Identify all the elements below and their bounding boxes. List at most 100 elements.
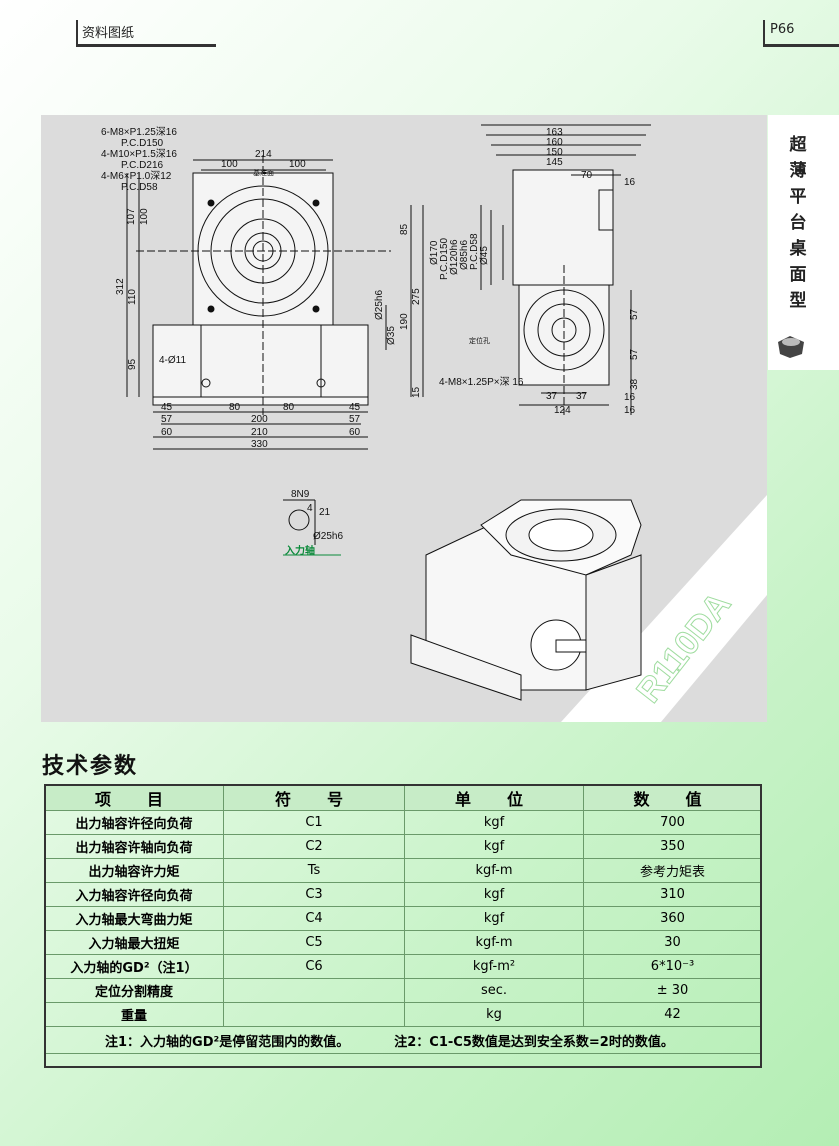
column-header: 符 号: [223, 784, 405, 811]
table-cell: 定位分割精度: [44, 978, 224, 1003]
side-bottom-dim: 37: [576, 391, 588, 402]
table-cell: kg: [404, 1002, 584, 1027]
front-bottom-dim: 80: [283, 402, 295, 413]
side-right-dim: 38: [629, 378, 640, 390]
table-cell: kgf: [404, 834, 584, 859]
front-misc-label: 基准面: [253, 168, 274, 177]
side-bottom-dim: 16: [624, 392, 636, 403]
side-left-dim: Ø85h6: [459, 240, 470, 270]
table-note-row: 注1：入力轴的GD²是停留范围内的数值。 注2：C1-C5数值是达到安全系数=2…: [44, 1026, 762, 1054]
side-tab-char: 台: [789, 213, 807, 233]
table-cell: [223, 1002, 405, 1027]
table-cell: C5: [223, 930, 405, 955]
front-right-dim: 275: [411, 288, 422, 305]
front-view: [126, 155, 424, 450]
front-top-dim: 100: [289, 159, 306, 170]
front-bottom-dim: 45: [161, 402, 173, 413]
key-dim: Ø25h6: [313, 531, 343, 542]
side-view: [480, 124, 651, 415]
drawing-svg: R110DA: [101, 124, 767, 722]
table-cell: 入力轴的GD²（注1）: [44, 954, 224, 979]
front-bottom-dim: 57: [161, 414, 173, 425]
front-bottom-dim: 210: [251, 427, 268, 438]
front-misc-label: Ø35: [386, 326, 397, 345]
front-left-dim: 107: [126, 208, 137, 225]
side-left-dim: Ø45: [479, 246, 490, 265]
table-cell: C3: [223, 882, 405, 907]
side-tab-char: 型: [789, 291, 807, 311]
key-dim: 8N9: [291, 489, 310, 500]
side-right-dim: 16: [624, 405, 636, 416]
key-label: 入力轴: [285, 544, 315, 557]
front-callout-2: P.C.D150: [121, 138, 164, 149]
side-misc-label: 4-M8×1.25P×深 16: [439, 376, 524, 388]
front-right-dim: 15: [411, 386, 422, 398]
page-number: P66: [770, 22, 795, 37]
front-callout-3: 4-M10×P1.5深16: [101, 148, 177, 160]
front-left-dim: 312: [115, 278, 126, 295]
side-bottom-dim: 124: [554, 405, 571, 416]
table-cell: sec.: [404, 978, 584, 1003]
table-cell: 出力轴容许径向负荷: [44, 810, 224, 835]
front-left-dim: 110: [127, 289, 138, 305]
front-right-dim: 190: [399, 313, 410, 330]
table-cell: C6: [223, 954, 405, 979]
table-cell: 参考力矩表: [583, 858, 762, 883]
header-right-line: [763, 20, 765, 46]
product-3d-view: [410, 499, 642, 701]
table-cell: 出力轴容许轴向负荷: [44, 834, 224, 859]
front-top-dim: 100: [221, 159, 238, 170]
front-bottom-dim: 330: [251, 439, 268, 450]
side-tab-char: 超: [789, 135, 807, 155]
table-cell: kgf-m: [404, 858, 584, 883]
front-callout-5: 4-M6×P1.0深12: [101, 170, 172, 182]
side-top-dim: 16: [624, 177, 636, 188]
table-cell: C2: [223, 834, 405, 859]
front-top-dim: 214: [255, 149, 272, 160]
table-header-row: 项 目 符 号 单 位 数 值: [44, 784, 762, 811]
table-cell: 6*10⁻³: [583, 954, 762, 979]
table-cell: 重量: [44, 1002, 224, 1027]
table-cell: kgf: [404, 882, 584, 907]
front-callout-6: P.C.D58: [121, 182, 158, 193]
front-bottom-dim: 60: [161, 427, 173, 438]
side-tab-char: 薄: [789, 161, 807, 181]
side-left-dim: P.C.D58: [469, 233, 480, 270]
column-header: 数 值: [583, 784, 762, 811]
side-left-dim: Ø170: [429, 240, 440, 265]
front-right-dim: 85: [399, 223, 410, 235]
table-cell: [223, 978, 405, 1003]
note-2: 注2：C1-C5数值是达到安全系数=2时的数值。: [394, 1034, 674, 1050]
technical-drawing: R110DA: [41, 115, 767, 722]
note-1: 注1：入力轴的GD²是停留范围内的数值。: [105, 1034, 350, 1050]
section-title: 技术参数: [42, 754, 139, 779]
header-left-label: 资料图纸: [82, 26, 135, 41]
front-misc-label: 4-Ø11: [159, 355, 186, 366]
front-callout-4: P.C.D216: [121, 160, 164, 171]
side-top-dim: 160: [546, 137, 563, 148]
side-tab: [768, 115, 839, 370]
front-bottom-dim: 57: [349, 414, 361, 425]
header-left-rule: [76, 44, 216, 47]
side-tab-char: 桌: [789, 239, 807, 259]
column-header: 项 目: [44, 784, 224, 811]
side-top-dim: 150: [546, 147, 563, 158]
side-tab-char: 面: [789, 265, 807, 285]
header-right-rule: [763, 44, 839, 47]
table-cell: 30: [583, 930, 762, 955]
table-cell: C4: [223, 906, 405, 931]
table-cell: 入力轴最大扭矩: [44, 930, 224, 955]
front-callout-1: 6-M8×P1.25深16: [101, 126, 177, 138]
side-left-dim: Ø120h6: [449, 239, 460, 275]
key-dim: 4: [307, 503, 313, 514]
key-dim: 21: [319, 507, 331, 518]
table-notes: 注1：入力轴的GD²是停留范围内的数值。 注2：C1-C5数值是达到安全系数=2…: [44, 1026, 762, 1054]
front-bottom-dim: 45: [349, 402, 361, 413]
